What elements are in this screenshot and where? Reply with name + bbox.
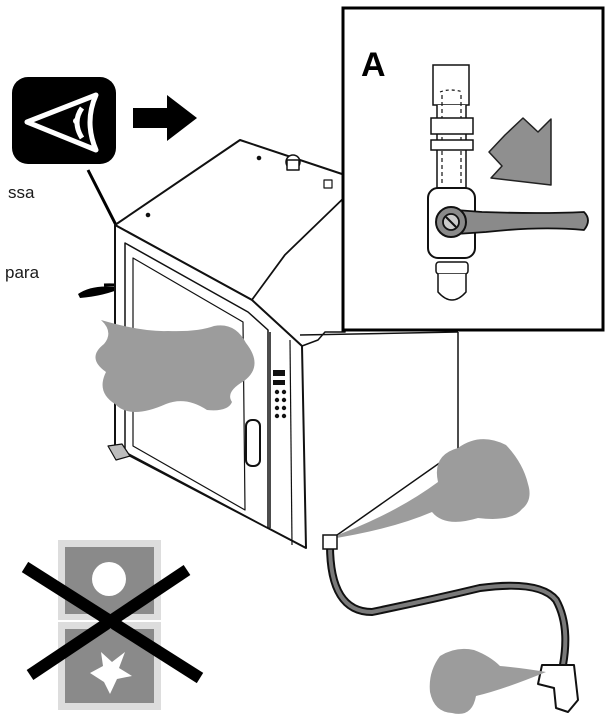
text-fragment-para: para (5, 263, 40, 282)
pointer-tip (78, 286, 122, 298)
inset-panel-a (341, 6, 605, 332)
steam-cloud-hose (429, 648, 546, 714)
inset-label-a: A (361, 46, 386, 84)
steam-cloud (95, 320, 255, 412)
arrow-right-icon (133, 95, 197, 141)
drain-hose (322, 534, 579, 713)
arrow-down-right-icon (488, 117, 552, 186)
steam-cloud-drain (324, 439, 530, 540)
prohibited-cross-icon (21, 540, 204, 710)
eye-icon (12, 77, 116, 164)
text-fragment-ssa: ssa (8, 183, 35, 202)
